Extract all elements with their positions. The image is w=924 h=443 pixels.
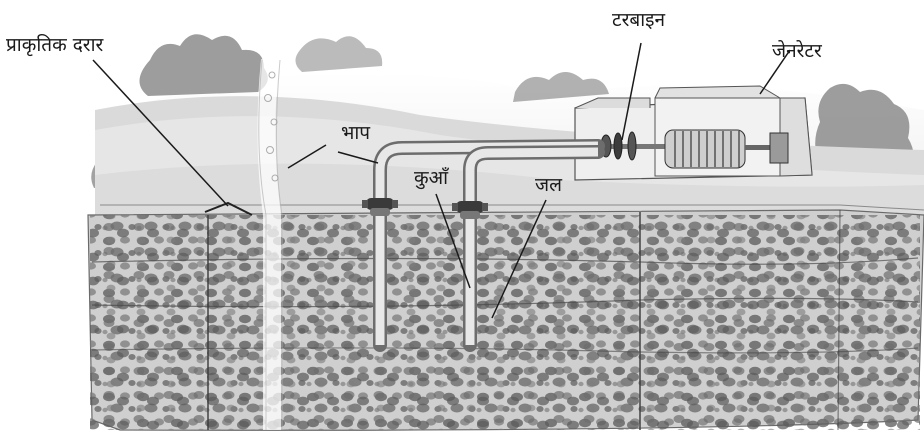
generator-unit xyxy=(665,130,788,168)
label-water: जल xyxy=(535,176,562,195)
label-steam: भाप xyxy=(341,124,370,143)
label-turbine: टरबाइन xyxy=(612,11,665,30)
soil-block xyxy=(88,210,924,430)
label-generator: जेनरेटर xyxy=(772,42,822,61)
label-well: कुआँ xyxy=(414,169,448,188)
label-natural-crack: प्राकृतिक दरार xyxy=(6,36,103,55)
